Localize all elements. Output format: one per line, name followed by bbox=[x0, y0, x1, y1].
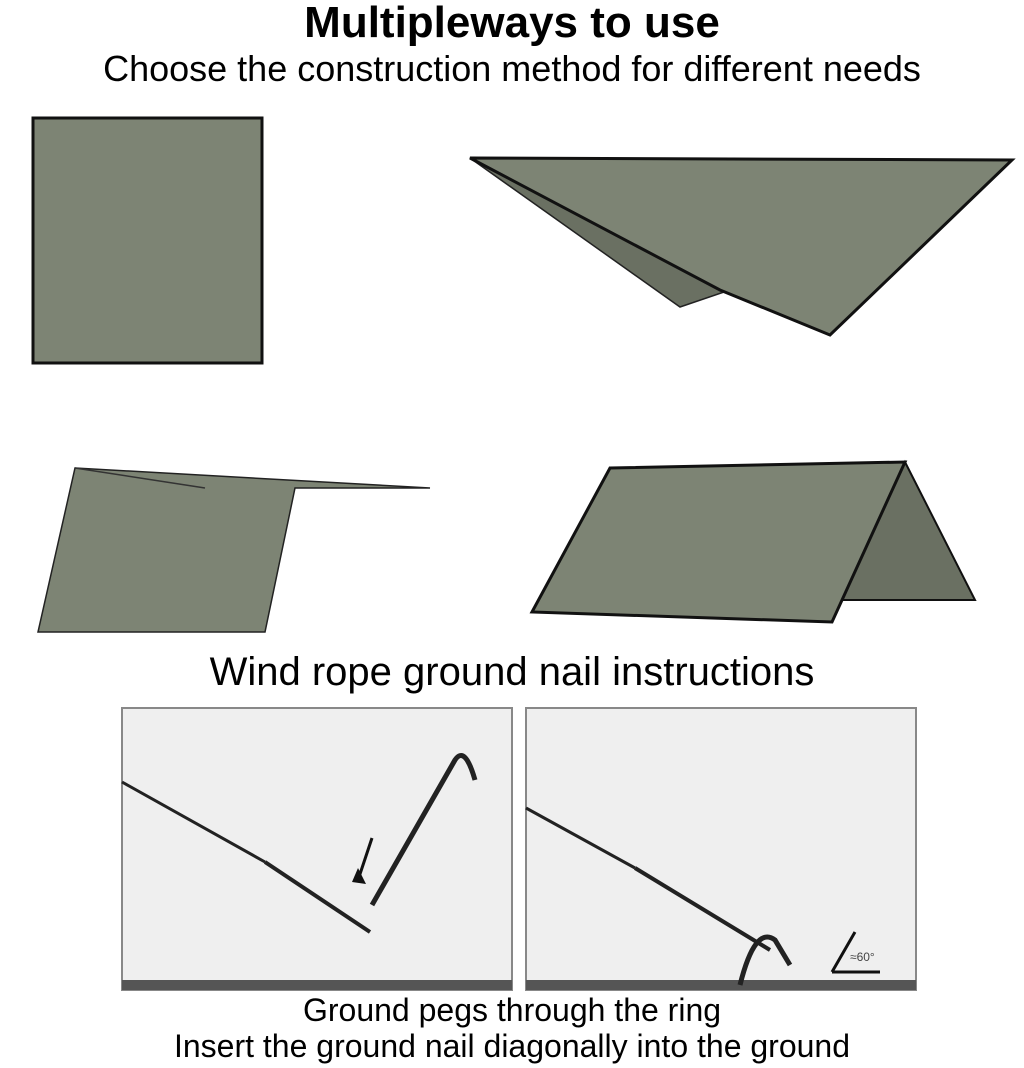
tarp-a-frame bbox=[529, 459, 977, 624]
tarp-flat bbox=[31, 116, 264, 365]
subtitle: Choose the construction method for diffe… bbox=[103, 48, 921, 89]
angle-label: ≈60° bbox=[850, 950, 875, 964]
title: Multipleways to use bbox=[304, 0, 720, 47]
tarp-diamond bbox=[469, 156, 1016, 337]
caption-1: Ground pegs through the ring bbox=[302, 992, 722, 1028]
tarp-awning bbox=[37, 467, 431, 633]
caption-2: Insert the ground nail diagonally into t… bbox=[173, 1028, 851, 1064]
section-title: Wind rope ground nail instructions bbox=[209, 650, 815, 694]
